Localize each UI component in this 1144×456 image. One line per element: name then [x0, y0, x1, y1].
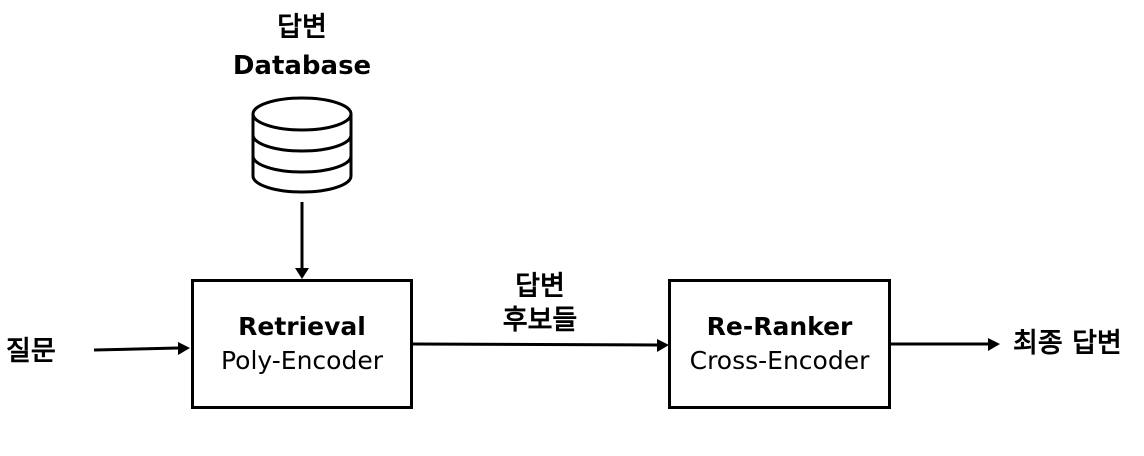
- reranker-subtitle: Cross-Encoder: [689, 346, 870, 375]
- final-answer-label: 최종 답변: [1013, 328, 1122, 359]
- database-title: 답변: [277, 12, 327, 43]
- retrieval-subtitle: Poly-Encoder: [220, 346, 383, 375]
- database-subtitle: Database: [232, 51, 372, 81]
- database-icon: [251, 96, 353, 194]
- reranker-box: Re-Ranker Cross-Encoder: [668, 279, 891, 409]
- query-to-retrieval-arrowhead: [178, 342, 190, 355]
- retrieval-to-reranker-arrow: [412, 342, 658, 347]
- retrieval-title: Retrieval: [238, 312, 366, 341]
- candidates-line2: 후보들: [502, 305, 578, 336]
- query-label: 질문: [6, 336, 56, 367]
- retrieval-box: Retrieval Poly-Encoder: [191, 279, 413, 409]
- reranker-title: Re-Ranker: [706, 312, 853, 341]
- candidates-label: 답변 후보들: [480, 270, 600, 338]
- db-to-retrieval-arrowhead: [295, 268, 309, 279]
- query-to-retrieval-arrow: [93, 346, 179, 352]
- reranker-to-output-arrowhead: [988, 338, 1000, 351]
- candidates-line1: 답변: [515, 271, 565, 302]
